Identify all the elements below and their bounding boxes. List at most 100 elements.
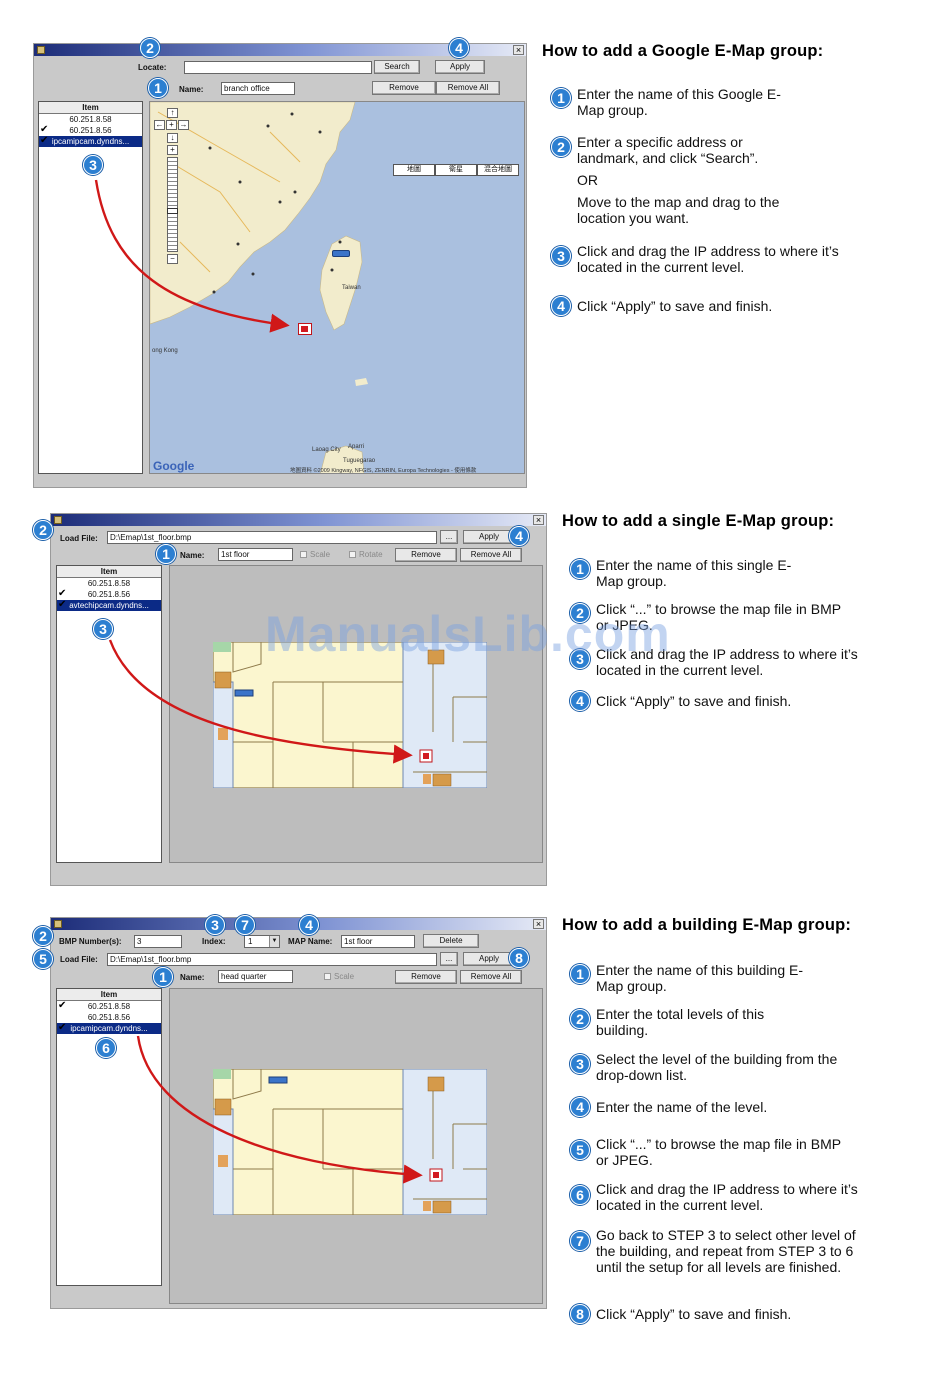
checkmark-icon: ✔ [40, 125, 49, 135]
pan-center-icon[interactable]: + [166, 120, 177, 130]
google-logo: Google [153, 459, 195, 473]
map-label-aparri: Aparri [348, 444, 365, 450]
step-badge: 3 [83, 155, 103, 175]
map-label-taiwan: Taiwan [342, 285, 361, 291]
browse-button[interactable]: ... [440, 952, 458, 966]
list-item[interactable]: ✔60.251.8.56 [40, 125, 112, 135]
apply-button[interactable]: Apply [463, 530, 515, 544]
remove-button[interactable]: Remove [395, 970, 457, 984]
step-badge: 3 [570, 1054, 590, 1074]
close-icon[interactable]: × [513, 45, 524, 55]
name-input[interactable]: head quarter [218, 970, 293, 983]
google-section-heading: How to add a Google E-Map group: [542, 42, 824, 60]
step-badge: 2 [33, 520, 53, 540]
zoom-thumb[interactable] [167, 208, 178, 214]
load-file-label: Load File: [60, 955, 98, 964]
tab-satellite[interactable]: 衛星 [435, 164, 477, 176]
rotate-checkbox[interactable]: Rotate [349, 550, 383, 559]
locate-input[interactable] [184, 61, 372, 74]
list-item[interactable]: ✔ipcamipcam.dyndns... [57, 1023, 161, 1034]
close-icon[interactable]: × [533, 515, 544, 525]
zoom-out-icon[interactable]: − [167, 254, 178, 264]
scale-checkbox[interactable]: Scale [324, 972, 354, 981]
map-label-tuguegarao: Tuguegarao [343, 458, 376, 464]
name-label: Name: [179, 85, 204, 94]
checkmark-icon: ✔ [58, 600, 67, 610]
step-text: Enter a specific address or landmark, an… [577, 134, 759, 166]
zoom-in-icon[interactable]: + [167, 145, 178, 155]
step-badge: 1 [551, 88, 571, 108]
window-icon [37, 46, 45, 54]
remove-button[interactable]: Remove [372, 81, 436, 95]
close-icon[interactable]: × [533, 919, 544, 929]
name-input[interactable]: 1st floor [218, 548, 293, 561]
step-badge: 7 [235, 915, 255, 935]
item-list-header: Item [39, 102, 142, 114]
step-badge: 1 [156, 544, 176, 564]
step-text: Select the level of the building from th… [596, 1051, 838, 1083]
pan-up-icon[interactable]: ↑ [167, 108, 178, 118]
floor-plan [213, 642, 487, 788]
step-badge: 4 [551, 296, 571, 316]
step-badge: 1 [570, 559, 590, 579]
step-text: Enter the total levels of this building. [596, 1006, 765, 1038]
load-file-input[interactable]: D:\Emap\1st_floor.bmp [107, 953, 437, 966]
step-badge: 4 [299, 915, 319, 935]
search-button[interactable]: Search [374, 60, 420, 74]
locate-label: Locate: [138, 63, 167, 72]
pan-left-icon[interactable]: ← [154, 120, 165, 130]
pan-control: ← + → [154, 120, 189, 132]
step-text: Enter the name of this Google E-Map grou… [577, 86, 781, 118]
apply-button[interactable]: Apply [435, 60, 485, 74]
remove-all-button[interactable]: Remove All [436, 81, 500, 95]
index-dropdown[interactable]: 1▼ [244, 935, 280, 948]
apply-button[interactable]: Apply [463, 952, 515, 966]
name-label: Name: [180, 551, 205, 560]
checkmark-icon: ✔ [58, 1023, 67, 1033]
step-badge: 1 [153, 967, 173, 987]
pan-down-icon[interactable]: ↓ [167, 133, 178, 143]
list-item[interactable]: ✔avtechipcam.dyndns... [57, 600, 161, 611]
item-list: Item 60.251.8.58 ✔60.251.8.56 ✔avtechipc… [56, 565, 162, 863]
list-item[interactable]: ✔60.251.8.56 [58, 589, 131, 599]
tab-map[interactable]: 地圖 [393, 164, 435, 176]
step-badge: 1 [148, 78, 168, 98]
list-item[interactable]: ✔60.251.8.58 [58, 1001, 131, 1011]
index-label: Index: [202, 937, 226, 946]
step-badge: 2 [551, 137, 571, 157]
step-text: Click “Apply” to save and finish. [577, 298, 773, 314]
browse-button[interactable]: ... [440, 530, 458, 544]
delete-button[interactable]: Delete [423, 934, 479, 948]
building-section-heading: How to add a building E-Map group: [562, 916, 852, 934]
checkmark-icon: ✔ [40, 136, 49, 146]
step-text: Move to the map and drag to the location… [577, 194, 780, 226]
item-list: Item ✔60.251.8.58 60.251.8.56 ✔ipcamipca… [56, 988, 162, 1286]
tab-hybrid[interactable]: 混合地圖 [477, 164, 519, 176]
step-badge: 4 [509, 526, 529, 546]
window-icon [54, 920, 62, 928]
zoom-slider: ↓ + − [167, 133, 179, 266]
bmp-number-input[interactable]: 3 [134, 935, 182, 948]
google-map-view[interactable]: 地圖 衛星 混合地圖 ↑ ← + → ↓ + − Taiwan ong Kong… [149, 101, 525, 474]
name-label: Name: [180, 973, 205, 982]
step-text: OR [577, 172, 598, 188]
list-item[interactable]: ✔ipcamipcam.dyndns... [39, 136, 142, 147]
load-file-input[interactable]: D:\Emap\1st_floor.bmp [107, 531, 437, 544]
name-input[interactable]: branch office [221, 82, 295, 95]
map-name-input[interactable]: 1st floor [341, 935, 415, 948]
item-list-header: Item [57, 566, 161, 578]
camera-drop-icon [298, 323, 312, 335]
map-copyright: 地圖資料 ©2009 Kingway, NFGIS, ZENRIN, Europ… [290, 468, 477, 474]
step-badge: 4 [570, 691, 590, 711]
remove-all-button[interactable]: Remove All [460, 548, 522, 562]
floor-map-view[interactable] [169, 988, 543, 1304]
list-item[interactable]: 60.251.8.58 [87, 579, 131, 588]
zoom-track[interactable] [167, 157, 178, 252]
list-item[interactable]: 60.251.8.58 [69, 115, 112, 124]
remove-button[interactable]: Remove [395, 548, 457, 562]
remove-all-button[interactable]: Remove All [460, 970, 522, 984]
scale-checkbox[interactable]: Scale [300, 550, 330, 559]
step-badge: 2 [33, 926, 53, 946]
list-item[interactable]: 60.251.8.56 [87, 1013, 131, 1022]
pan-right-icon[interactable]: → [178, 120, 189, 130]
